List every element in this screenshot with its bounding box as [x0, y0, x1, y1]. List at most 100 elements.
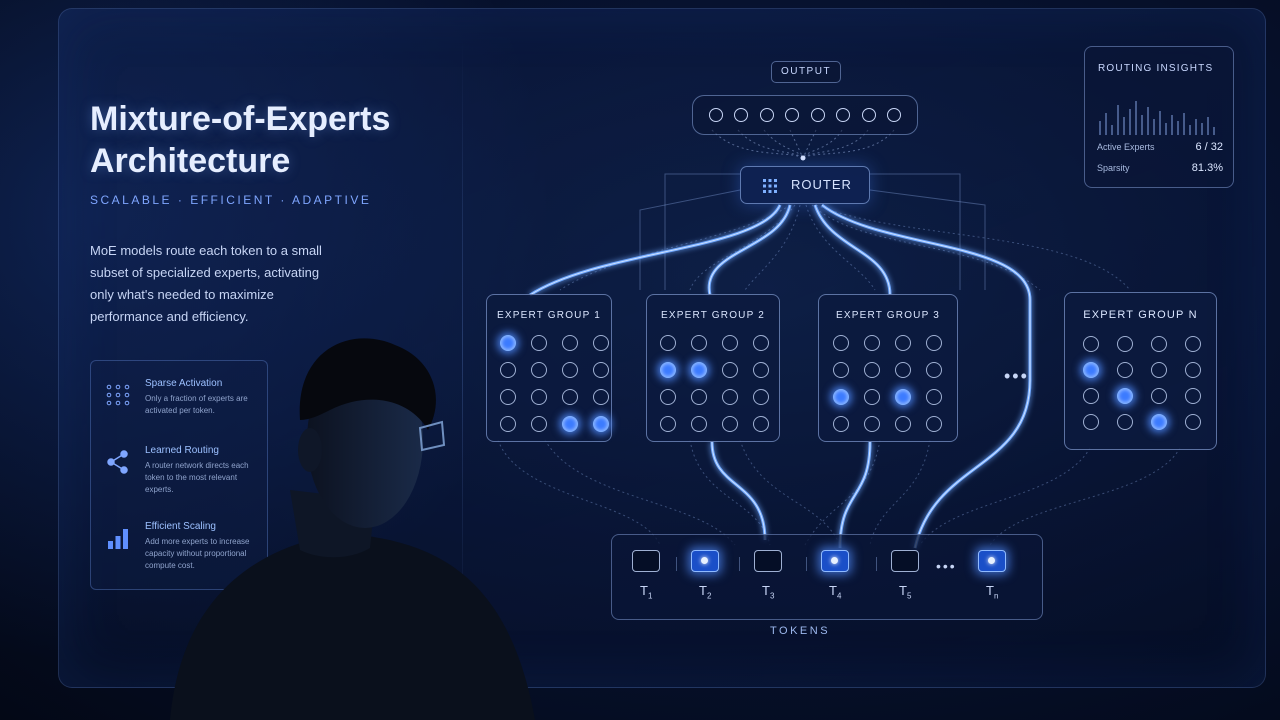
sparkline-bar: [1195, 119, 1197, 135]
token-label: T1: [640, 583, 652, 601]
expert-node: [531, 416, 547, 432]
token-label-sub: 3: [769, 591, 775, 601]
output-label: OUTPUT: [771, 61, 841, 83]
expert-group-title: EXPERT GROUP 3: [835, 310, 941, 321]
token-box[interactable]: [978, 550, 1006, 572]
token-label: T3: [762, 583, 774, 601]
active-experts-row: Active Experts 6 / 32: [1097, 141, 1223, 153]
grid-icon: [763, 179, 777, 193]
expert-node: [1151, 362, 1167, 378]
token-box[interactable]: [632, 550, 660, 572]
sparsity-row: Sparsity 81.3%: [1097, 162, 1223, 174]
sparkline-bar: [1171, 115, 1173, 135]
expert-node-active: [500, 335, 516, 351]
token-label-sub: 2: [706, 591, 712, 601]
expert-node: [531, 362, 547, 378]
expert-group-title: EXPERT GROUP 1: [496, 310, 602, 321]
expert-group-3[interactable]: EXPERT GROUP 3: [818, 294, 958, 442]
expert-group-n[interactable]: EXPERT GROUP N: [1064, 292, 1217, 450]
expert-node: [864, 335, 880, 351]
token-box[interactable]: [891, 550, 919, 572]
expert-node: [660, 389, 676, 405]
expert-node: [1185, 388, 1201, 404]
expert-node: [1151, 336, 1167, 352]
expert-node: [691, 389, 707, 405]
dots-grid-icon: [106, 384, 130, 406]
expert-node: [753, 335, 769, 351]
sparkline-bar: [1141, 115, 1143, 135]
expert-node: [1151, 388, 1167, 404]
expert-node: [722, 362, 738, 378]
sparkline-bar: [1177, 121, 1179, 135]
expert-node: [593, 335, 609, 351]
expert-node-active: [895, 389, 911, 405]
expert-node: [531, 389, 547, 405]
output-node: [810, 108, 825, 122]
token-label: T2: [699, 583, 711, 601]
expert-group-title: EXPERT GROUP N: [1083, 309, 1198, 321]
output-node: [759, 108, 774, 122]
router-block[interactable]: ROUTER: [740, 166, 870, 204]
output-node: [708, 108, 723, 122]
expert-group-2[interactable]: EXPERT GROUP 2: [646, 294, 780, 442]
more-tokens-ellipsis: •••: [936, 558, 957, 574]
expert-node: [895, 362, 911, 378]
sparkline-bar: [1189, 125, 1191, 135]
expert-node: [895, 416, 911, 432]
expert-node: [833, 416, 849, 432]
expert-node: [593, 389, 609, 405]
expert-node-active: [1117, 388, 1133, 404]
token-label-base: T: [640, 583, 648, 598]
token-label-base: T: [829, 583, 837, 598]
sparkline-bar: [1123, 117, 1125, 135]
expert-node: [1185, 336, 1201, 352]
expert-node: [1117, 336, 1133, 352]
expert-node-active: [691, 362, 707, 378]
output-node: [836, 108, 851, 122]
expert-node: [562, 362, 578, 378]
token-box[interactable]: [821, 550, 849, 572]
expert-grid: [1083, 336, 1202, 430]
token-label: T5: [899, 583, 911, 601]
token-label-base: T: [986, 583, 994, 598]
token-separator: [806, 557, 807, 571]
expert-grid: [833, 335, 942, 432]
expert-group-1[interactable]: EXPERT GROUP 1: [486, 294, 612, 442]
expert-node: [660, 416, 676, 432]
sparkline-bar: [1135, 101, 1137, 135]
expert-node-active: [1151, 414, 1167, 430]
output-layer: [692, 95, 918, 135]
expert-node: [864, 389, 880, 405]
panel-divider: [462, 40, 463, 640]
sparsity-label: Sparsity: [1097, 163, 1130, 173]
sparkline-bar: [1207, 117, 1209, 135]
expert-node: [691, 416, 707, 432]
token-box[interactable]: [691, 550, 719, 572]
expert-node: [1117, 414, 1133, 430]
token-label-base: T: [762, 583, 770, 598]
expert-node: [593, 362, 609, 378]
token-label-base: T: [699, 583, 707, 598]
expert-node: [833, 335, 849, 351]
description: MoE models route each token to a small s…: [90, 243, 322, 324]
expert-node: [833, 362, 849, 378]
output-node: [887, 108, 902, 122]
page-title: Mixture-of-Experts Architecture: [90, 100, 391, 180]
expert-node: [1083, 414, 1099, 430]
sparkline-bar: [1153, 119, 1155, 135]
bar-chart-icon: [108, 529, 128, 549]
expert-node: [864, 362, 880, 378]
expert-node: [722, 416, 738, 432]
token-box[interactable]: [754, 550, 782, 572]
output-node: [734, 108, 749, 122]
sparkline-bar: [1099, 121, 1101, 135]
expert-node: [500, 416, 516, 432]
tokens-label: TOKENS: [770, 625, 831, 637]
more-groups-ellipsis: •••: [1004, 366, 1029, 386]
expert-node-active: [593, 416, 609, 432]
expert-node: [722, 335, 738, 351]
expert-node: [691, 335, 707, 351]
routing-insights-card: ROUTING INSIGHTS Active Experts 6 / 32 S…: [1084, 46, 1234, 188]
expert-node: [531, 335, 547, 351]
